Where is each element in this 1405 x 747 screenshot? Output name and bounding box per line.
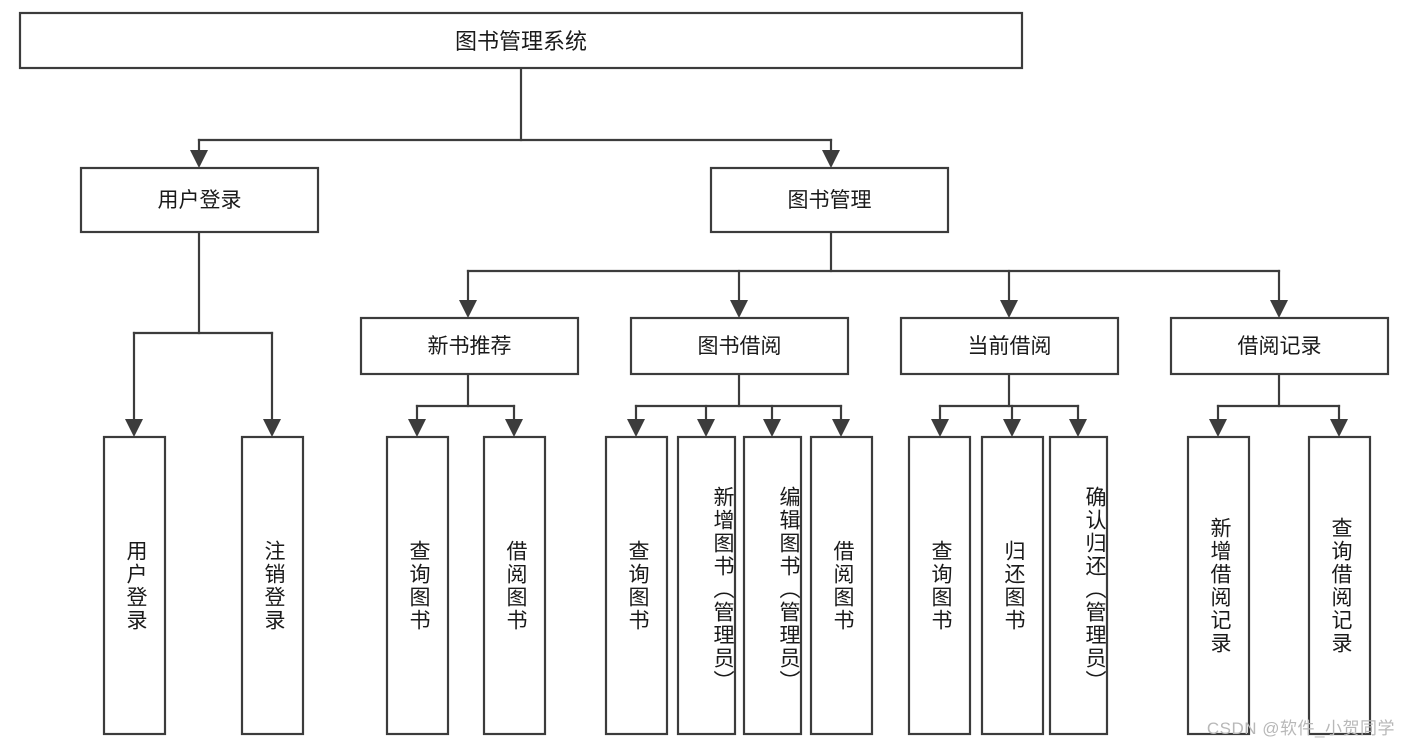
node-root-title[interactable]: 图书管理系统 (18, 11, 1024, 70)
node-book-manage-label: 图书管理 (788, 189, 872, 212)
arrow-head-leaf-return-book (1003, 419, 1021, 437)
node-borrow-record-label: 借阅记录 (1238, 335, 1322, 358)
node-borrow-record-box[interactable] (1169, 316, 1390, 376)
node-book-borrow-box[interactable] (629, 316, 850, 376)
arrow-head-leaf-add-record (1209, 419, 1227, 437)
arrow-head-leaf-borrow-book-2 (832, 419, 850, 437)
arrow-head-book-manage (822, 150, 840, 168)
node-leaf-borrow-book-2-box[interactable] (809, 435, 874, 736)
arrow-head-current-borrow (1000, 300, 1018, 318)
arrow-head-user-login (190, 150, 208, 168)
connector-group-book-borrow (627, 372, 850, 437)
node-leaf-borrow-book-1-box[interactable] (482, 435, 547, 736)
node-new-book-rec-label: 新书推荐 (428, 335, 512, 358)
node-new-book-rec[interactable]: 新书推荐 (359, 316, 580, 376)
node-borrow-record[interactable]: 借阅记录 (1169, 316, 1390, 376)
node-leaf-add-book-box[interactable] (676, 435, 737, 736)
arrow-head-leaf-logout (263, 419, 281, 437)
node-leaf-add-record-box[interactable] (1186, 435, 1251, 736)
connector-group-book-manage (459, 230, 1288, 318)
node-leaf-return-book-box[interactable] (980, 435, 1045, 736)
connector-group-current-borrow (931, 372, 1087, 437)
node-current-borrow[interactable]: 当前借阅 (899, 316, 1120, 376)
node-current-borrow-box[interactable] (899, 316, 1120, 376)
node-user-login-box[interactable] (79, 166, 320, 234)
arrow-head-leaf-query-record (1330, 419, 1348, 437)
node-leaf-query-book-3-box[interactable] (907, 435, 972, 736)
connector-group-user-login (125, 230, 281, 437)
connector-group-root (190, 66, 840, 168)
arrow-head-leaf-edit-book (763, 419, 781, 437)
arrow-head-book-borrow (730, 300, 748, 318)
arrow-head-leaf-query-book-3 (931, 419, 949, 437)
node-book-manage[interactable]: 图书管理 (709, 166, 950, 234)
node-book-borrow-label: 图书借阅 (698, 335, 782, 358)
node-leaf-confirm-return-box[interactable] (1048, 435, 1109, 736)
node-leaf-edit-book-box[interactable] (742, 435, 803, 736)
node-leaf-user-login-box[interactable] (102, 435, 167, 736)
node-root-title-box[interactable] (18, 11, 1024, 70)
node-leaf-query-book-1-box[interactable] (385, 435, 450, 736)
node-book-manage-box[interactable] (709, 166, 950, 234)
connector-group-new-book-rec (408, 372, 523, 437)
csdn-watermark: CSDN @软件_小贺同学 (1206, 719, 1395, 738)
arrow-head-leaf-add-book (697, 419, 715, 437)
node-user-login-label: 用户登录 (158, 189, 242, 212)
node-leaf-query-record-box[interactable] (1307, 435, 1372, 736)
node-book-borrow[interactable]: 图书借阅 (629, 316, 850, 376)
arrow-head-leaf-confirm-return (1069, 419, 1087, 437)
node-root-title-label: 图书管理系统 (455, 29, 587, 54)
node-leaf-query-book-2-box[interactable] (604, 435, 669, 736)
node-user-login[interactable]: 用户登录 (79, 166, 320, 234)
arrow-head-leaf-query-book-2 (627, 419, 645, 437)
arrow-head-leaf-borrow-book-1 (505, 419, 523, 437)
node-new-book-rec-box[interactable] (359, 316, 580, 376)
node-leaf-logout-box[interactable] (240, 435, 305, 736)
arrow-head-leaf-user-login (125, 419, 143, 437)
node-current-borrow-label: 当前借阅 (968, 335, 1052, 358)
arrow-head-leaf-query-book-1 (408, 419, 426, 437)
arrow-head-borrow-record (1270, 300, 1288, 318)
arrow-head-new-book-rec (459, 300, 477, 318)
connector-group-borrow-record (1209, 372, 1348, 437)
